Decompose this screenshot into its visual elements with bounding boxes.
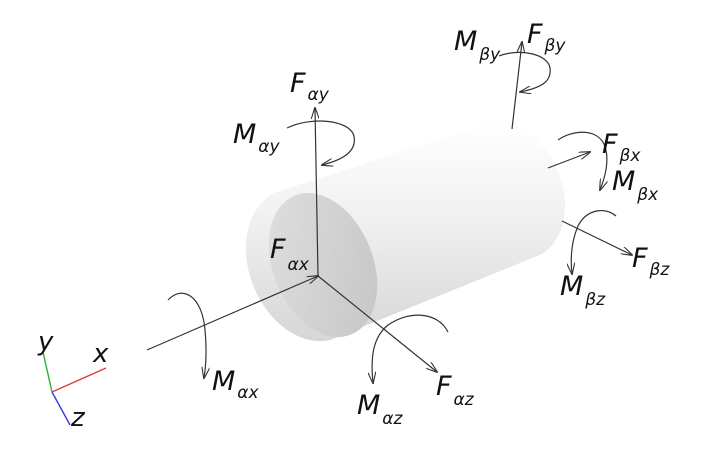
m-beta-x-arrow — [557, 131, 607, 190]
y-axis-line — [42, 351, 53, 393]
f-beta-z-arrow — [561, 220, 632, 255]
beta-end-arrows — [498, 42, 632, 274]
f-alpha-y-arrow — [315, 108, 318, 277]
y-axis-label: y — [37, 327, 54, 357]
m-beta-z-arrow — [571, 209, 617, 274]
f-beta-x-arrow — [547, 152, 590, 169]
x-axis-line — [51, 367, 107, 393]
f-alpha-z-arrow — [317, 275, 437, 372]
f-beta-y-arrow — [511, 42, 522, 130]
z-axis-label: z — [70, 403, 86, 433]
z-axis-line — [51, 391, 71, 426]
f-alpha-x-arrow — [146, 276, 318, 351]
m-alpha-x-arrow — [167, 292, 206, 378]
x-axis-label: x — [92, 339, 109, 369]
cylinder-near-face — [268, 192, 378, 338]
m-beta-y-arrow — [498, 51, 551, 92]
alpha-end-arrows — [146, 108, 449, 383]
cylinder — [245, 122, 566, 342]
m-alpha-z-arrow — [372, 314, 449, 383]
m-alpha-y-arrow — [286, 120, 355, 165]
coordinate-triad: x y z — [37, 327, 109, 433]
